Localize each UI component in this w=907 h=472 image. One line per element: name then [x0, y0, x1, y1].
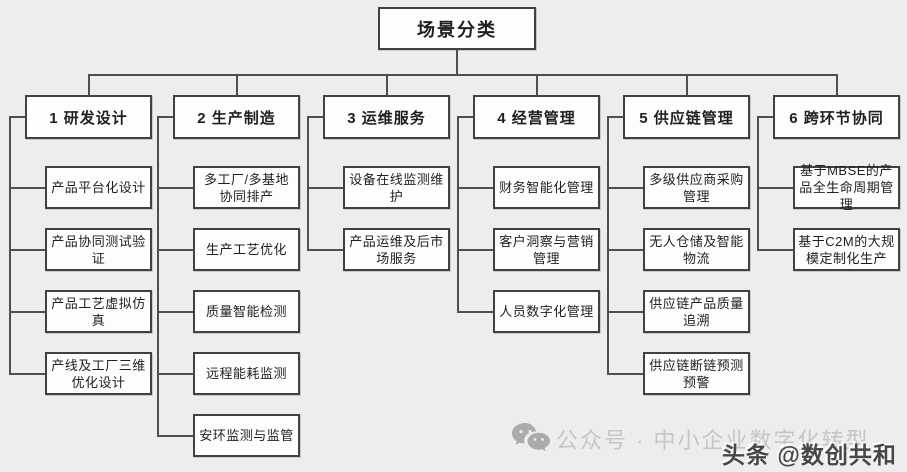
- column-spine-line: [9, 116, 11, 375]
- header-stub-line: [157, 116, 173, 118]
- child-node-6-1: 基于MBSE的产品全生命周期管理: [793, 163, 900, 212]
- column-header-4: 4 经营管理: [473, 95, 600, 139]
- header-stub-line: [757, 116, 773, 118]
- child-node-2-5: 安环监测与监管: [193, 414, 300, 457]
- child-node-2-1: 多工厂/多基地协同排产: [193, 166, 300, 209]
- child-tick-line: [607, 310, 643, 313]
- header-stub-line: [607, 116, 623, 118]
- header-drop-line: [385, 74, 388, 95]
- column-spine-line: [757, 116, 759, 251]
- column-header-3: 3 运维服务: [323, 95, 450, 139]
- header-drop-line: [835, 74, 838, 95]
- child-tick-line: [757, 248, 793, 251]
- column-header-5: 5 供应链管理: [623, 95, 750, 139]
- child-tick-line: [607, 248, 643, 251]
- header-drop-line: [87, 74, 90, 95]
- child-node-5-2: 无人仓储及智能物流: [643, 228, 750, 271]
- child-tick-line: [757, 186, 793, 189]
- child-tick-line: [157, 434, 193, 437]
- column-spine-line: [307, 116, 309, 251]
- child-node-3-1: 设备在线监测维护: [343, 166, 450, 209]
- child-node-4-1: 财务智能化管理: [493, 166, 600, 209]
- column-spine-line: [157, 116, 159, 437]
- child-tick-line: [457, 310, 493, 313]
- header-drop-line: [535, 74, 538, 95]
- child-node-2-4: 远程能耗监测: [193, 352, 300, 395]
- child-node-4-2: 客户洞察与营销管理: [493, 228, 600, 271]
- root-drop-line: [456, 50, 458, 74]
- child-node-6-2: 基于C2M的大规模定制化生产: [793, 228, 900, 271]
- child-tick-line: [157, 372, 193, 375]
- child-tick-line: [307, 248, 343, 251]
- child-node-1-3: 产品工艺虚拟仿真: [45, 290, 152, 333]
- child-tick-line: [157, 310, 193, 313]
- child-node-5-3: 供应链产品质量追溯: [643, 290, 750, 333]
- column-spine-line: [457, 116, 459, 313]
- column-spine-line: [607, 116, 609, 375]
- header-drop-line: [235, 74, 238, 95]
- child-node-5-1: 多级供应商采购管理: [643, 166, 750, 209]
- child-node-2-2: 生产工艺优化: [193, 228, 300, 271]
- child-node-3-2: 产品运维及后市场服务: [343, 228, 450, 271]
- child-node-2-3: 质量智能检测: [193, 290, 300, 333]
- child-tick-line: [9, 248, 45, 251]
- child-tick-line: [607, 186, 643, 189]
- child-tick-line: [157, 248, 193, 251]
- header-stub-line: [307, 116, 323, 118]
- child-node-1-1: 产品平台化设计: [45, 166, 152, 209]
- column-header-6: 6 跨环节协同: [773, 95, 900, 139]
- header-stub-line: [9, 116, 25, 118]
- child-tick-line: [607, 372, 643, 375]
- child-tick-line: [9, 186, 45, 189]
- header-drop-line: [685, 74, 688, 95]
- child-tick-line: [457, 186, 493, 189]
- child-node-1-2: 产品协同测试验证: [45, 228, 152, 271]
- top-rail-line: [87, 74, 838, 76]
- child-tick-line: [157, 186, 193, 189]
- column-header-1: 1 研发设计: [25, 95, 152, 139]
- wechat-icon: [512, 423, 550, 452]
- wechat-watermark-text: 公众号 · 中小企业数字化转型: [556, 428, 870, 453]
- child-node-1-4: 产线及工厂三维优化设计: [45, 352, 152, 395]
- column-header-2: 2 生产制造: [173, 95, 300, 139]
- child-tick-line: [457, 248, 493, 251]
- toutiao-watermark-text: 头条 @数创共和: [722, 442, 897, 468]
- root-node: 场景分类: [378, 7, 536, 50]
- child-tick-line: [9, 310, 45, 313]
- child-tick-line: [307, 186, 343, 189]
- child-tick-line: [9, 372, 45, 375]
- header-stub-line: [457, 116, 473, 118]
- child-node-5-4: 供应链断链预测预警: [643, 352, 750, 395]
- child-node-4-3: 人员数字化管理: [493, 290, 600, 333]
